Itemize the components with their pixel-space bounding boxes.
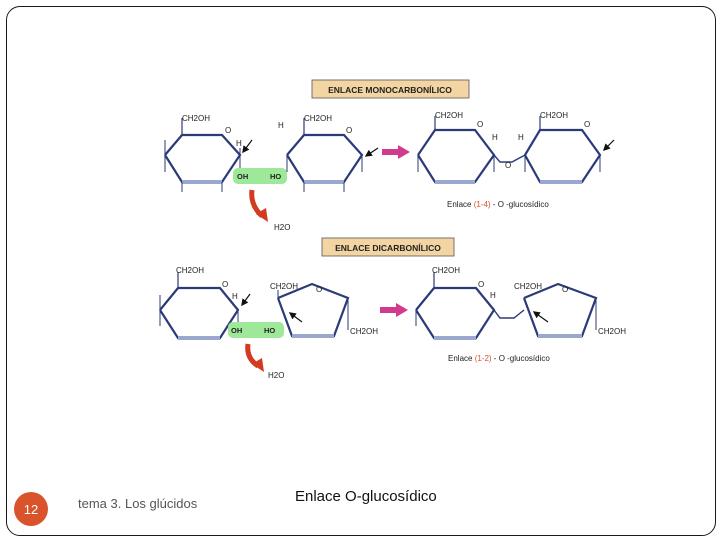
h-label-6: H [490, 291, 496, 300]
reaction-arrowhead-1 [398, 145, 410, 159]
ch2oh-label-6: CH2OH [270, 282, 298, 291]
ch2oh-label-10: CH2OH [598, 327, 626, 336]
footer-course-label: tema 3. Los glúcidos [78, 496, 198, 511]
ch2oh-label-5: CH2OH [176, 266, 204, 275]
ch2oh-label-3: CH2OH [435, 111, 463, 120]
h-label-4: H [518, 133, 524, 142]
slide-title: Enlace O-glucosídico [295, 488, 437, 505]
caption-dicarbonilico: Enlace (1-2) - O -glucosídico [448, 354, 550, 363]
glucose-ring-1 [164, 118, 242, 192]
ring-oxygen-5: O [222, 280, 228, 289]
banner-dicarbonilico-label: ENLACE DICARBONÍLICO [335, 243, 441, 253]
ho-label-2: HO [264, 326, 275, 335]
ch2oh-label-9: CH2OH [514, 282, 542, 291]
ring-oxygen-2: O [346, 126, 352, 135]
ch2oh-label-4: CH2OH [540, 111, 568, 120]
page-number-badge: 12 [14, 492, 48, 526]
ring-oxygen-8: O [562, 285, 568, 294]
caption-monocarbonilico: Enlace (1-4) - O -glucosídico [447, 200, 549, 209]
bond-arrow-5 [288, 312, 303, 323]
condensation-highlight-2 [228, 322, 284, 338]
ring-oxygen-4: O [584, 120, 590, 129]
page-number: 12 [23, 501, 39, 517]
bond-arrow-1 [242, 139, 253, 154]
fructose-ring-1 [276, 282, 350, 338]
ch2oh-label-1: CH2OH [182, 114, 210, 123]
water-label-2: H2O [268, 371, 284, 380]
water-release-arrowhead-1 [256, 208, 268, 222]
h-label-3: H [492, 133, 498, 142]
ch2oh-label-8: CH2OH [432, 266, 460, 275]
condensation-highlight-1 [233, 168, 287, 184]
glucose-ring-3 [159, 272, 240, 340]
oh-label-2: OH [231, 326, 242, 335]
oh-label-1: OH [237, 172, 248, 181]
product-ring-2b [522, 282, 598, 338]
water-release-arrowhead-2 [252, 358, 264, 372]
h-label-5: H [232, 292, 238, 301]
reaction-arrowhead-2 [396, 303, 408, 317]
ring-oxygen-1: O [225, 126, 231, 135]
bridge-oxygen-1: O [505, 161, 511, 170]
banner-monocarbonilico [311, 79, 470, 99]
banner-dicarbonilico [321, 237, 455, 257]
h-label-2: H [278, 121, 284, 130]
bond-arrow-2 [364, 147, 379, 157]
bond-arrow-6 [532, 311, 549, 323]
ring-oxygen-3: O [477, 120, 483, 129]
water-label-1: H2O [274, 223, 290, 232]
h-label-1: H [236, 139, 242, 148]
ring-oxygen-6: O [316, 285, 322, 294]
ch2oh-label-2: CH2OH [304, 114, 332, 123]
product-ring-1b [524, 116, 602, 184]
bond-arrow-3 [602, 139, 615, 152]
glycosidic-bridge-1 [493, 154, 526, 163]
ring-oxygen-7: O [478, 280, 484, 289]
bond-arrow-4 [241, 293, 251, 307]
glycosidic-bridge-2 [493, 309, 525, 319]
ch2oh-label-7: CH2OH [350, 327, 378, 336]
glucose-ring-2 [286, 118, 364, 192]
ho-label-1: HO [270, 172, 281, 181]
banner-monocarbonilico-label: ENLACE MONOCARBONÍLICO [328, 85, 452, 95]
